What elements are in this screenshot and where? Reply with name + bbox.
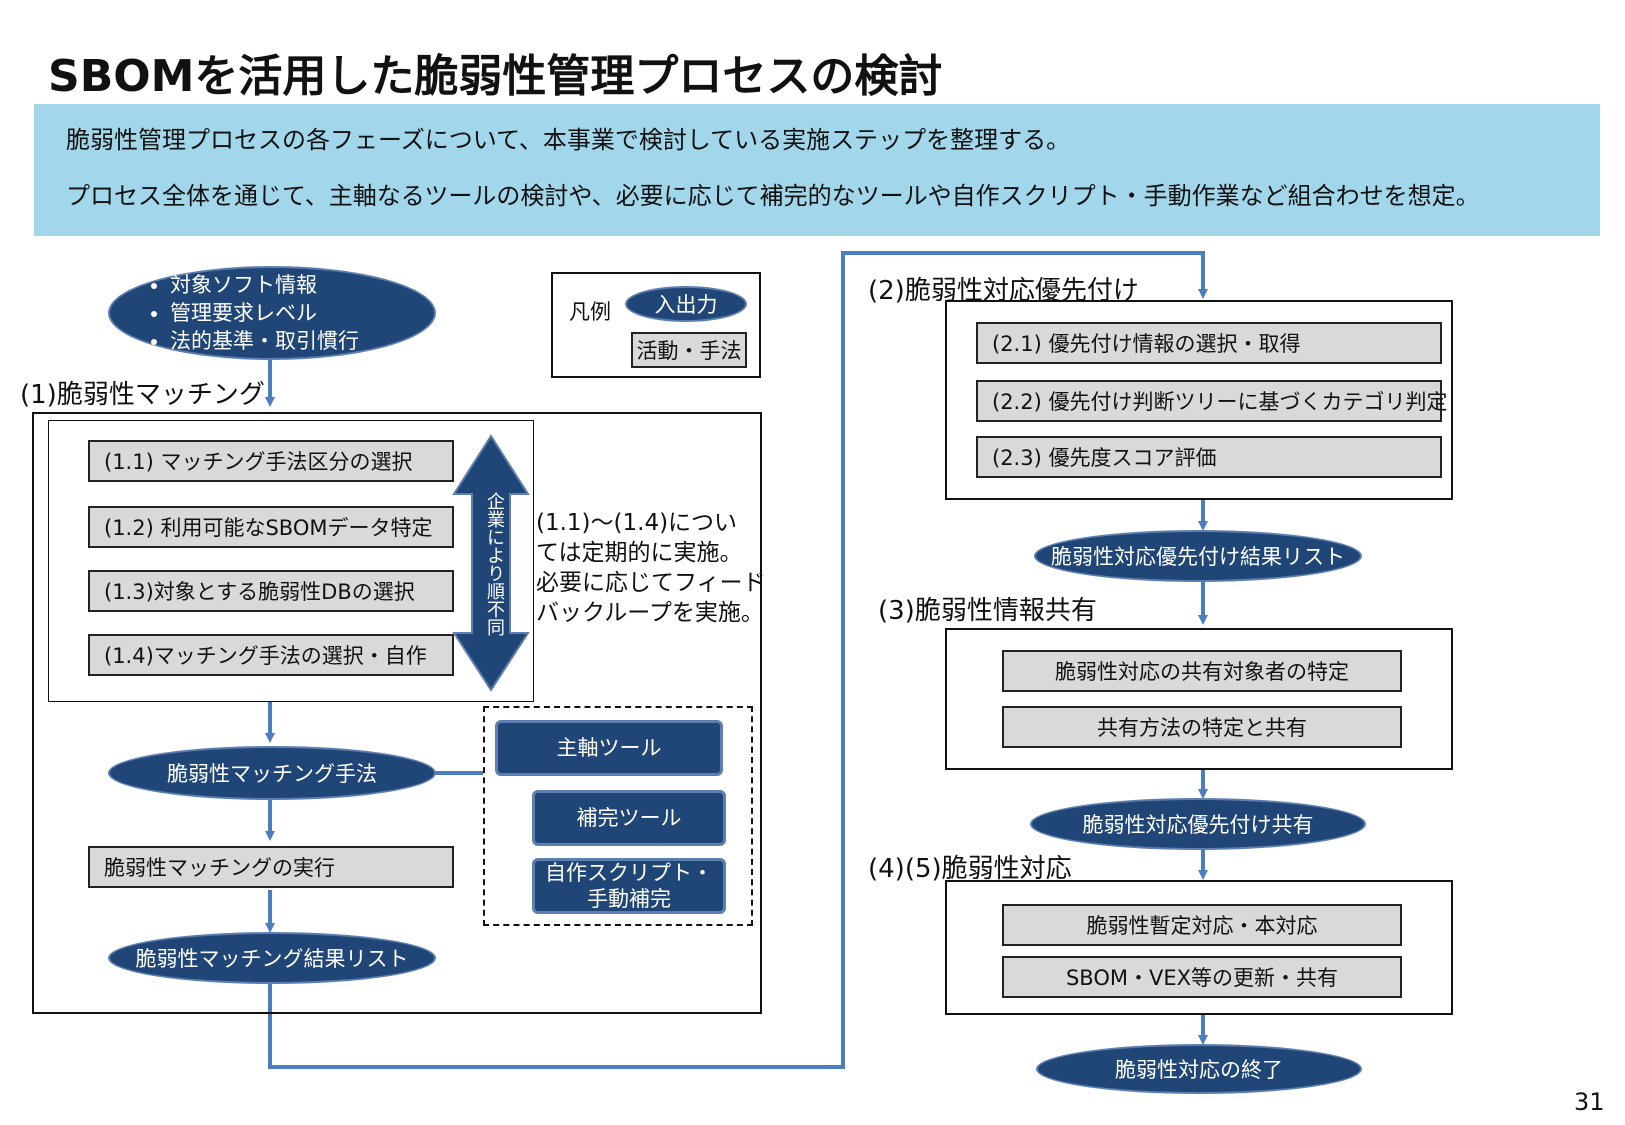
phase1-step: (1.1) マッチング手法区分の選択 bbox=[88, 440, 454, 482]
script-line: 手動補完 bbox=[587, 887, 671, 911]
phase1-exec-box: 脆弱性マッチングの実行 bbox=[88, 846, 454, 888]
input-item: 対象ソフト情報 bbox=[170, 271, 359, 299]
phase3-step: 共有方法の特定と共有 bbox=[1002, 706, 1402, 748]
script-line: 自作スクリプト・ bbox=[545, 860, 713, 885]
legend-box: 凡例 入出力 活動・手法 bbox=[551, 272, 761, 378]
phase1-note: (1.1)～(1.4)につい ては定期的に実施。 必要に応じてフィード バックル… bbox=[536, 508, 766, 628]
phase45-frame bbox=[945, 880, 1453, 1015]
phase2-frame bbox=[945, 300, 1453, 500]
phase1-result-pill: 脆弱性マッチング結果リスト bbox=[108, 932, 436, 984]
double-arrow-shape bbox=[452, 434, 530, 692]
phase45-label: (4)(5)脆弱性対応 bbox=[868, 854, 1072, 884]
legend-io-pill: 入出力 bbox=[625, 286, 747, 322]
input-pill: 対象ソフト情報 管理要求レベル 法的基準・取引慣行 bbox=[108, 266, 436, 360]
phase2-step: (2.1) 優先付け情報の選択・取得 bbox=[976, 322, 1442, 364]
legend-title: 凡例 bbox=[569, 300, 611, 324]
phase2-step: (2.3) 優先度スコア評価 bbox=[976, 436, 1442, 478]
note-line: バックループを実施。 bbox=[536, 600, 764, 626]
phase1-frame bbox=[32, 412, 762, 1014]
phase2-result-pill: 脆弱性対応優先付け結果リスト bbox=[1034, 530, 1362, 582]
note-line: (1.1)～(1.4)につい bbox=[536, 510, 738, 536]
note-line: ては定期的に実施。 bbox=[536, 540, 743, 566]
phase1-method-pill: 脆弱性マッチング手法 bbox=[108, 746, 436, 800]
phase2-step: (2.2) 優先付け判断ツリーに基づくカテゴリ判定 bbox=[976, 380, 1447, 422]
legend-activity-box: 活動・手法 bbox=[631, 332, 747, 368]
phase45-step: 脆弱性暫定対応・本対応 bbox=[1002, 904, 1402, 946]
page-number: 31 bbox=[1574, 1088, 1605, 1116]
main-tool-box: 主軸ツール bbox=[495, 720, 723, 776]
tools-frame bbox=[483, 706, 753, 926]
phase1-steps-frame bbox=[48, 420, 534, 702]
phase1-label: (1)脆弱性マッチング bbox=[20, 380, 265, 410]
phase1-step: (1.4)マッチング手法の選択・自作 bbox=[88, 634, 454, 676]
input-item: 法的基準・取引慣行 bbox=[170, 327, 359, 355]
phase3-step: 脆弱性対応の共有対象者の特定 bbox=[1002, 650, 1402, 692]
double-arrow-text: 企業により順不同 bbox=[484, 492, 505, 636]
banner-line-2: プロセス全体を通じて、主軸なるツールの検討や、必要に応じて補完的なツールや自作ス… bbox=[66, 182, 1480, 210]
phase1-step: (1.2) 利用可能なSBOMデータ特定 bbox=[88, 506, 454, 548]
page-title: SBOMを活用した脆弱性管理プロセスの検討 bbox=[48, 51, 943, 102]
arrow-phase1-to-phase2 bbox=[268, 251, 1208, 1069]
phase3-result-pill: 脆弱性対応優先付け共有 bbox=[1030, 798, 1366, 850]
note-line: 必要に応じてフィード bbox=[536, 570, 766, 596]
phase3-frame bbox=[945, 628, 1453, 770]
phase3-label: (3)脆弱性情報共有 bbox=[878, 596, 1097, 626]
sub-tool-box: 補完ツール bbox=[532, 790, 726, 846]
summary-banner: 脆弱性管理プロセスの各フェーズについて、本事業で検討している実施ステップを整理す… bbox=[34, 104, 1600, 236]
phase45-result-pill: 脆弱性対応の終了 bbox=[1036, 1044, 1362, 1094]
banner-line-1: 脆弱性管理プロセスの各フェーズについて、本事業で検討している実施ステップを整理す… bbox=[66, 126, 1071, 154]
phase45-step: SBOM・VEX等の更新・共有 bbox=[1002, 956, 1402, 998]
script-tool-box: 自作スクリプト・ 手動補完 bbox=[532, 858, 726, 914]
input-item: 管理要求レベル bbox=[170, 299, 359, 327]
phase1-step: (1.3)対象とする脆弱性DBの選択 bbox=[88, 570, 454, 612]
